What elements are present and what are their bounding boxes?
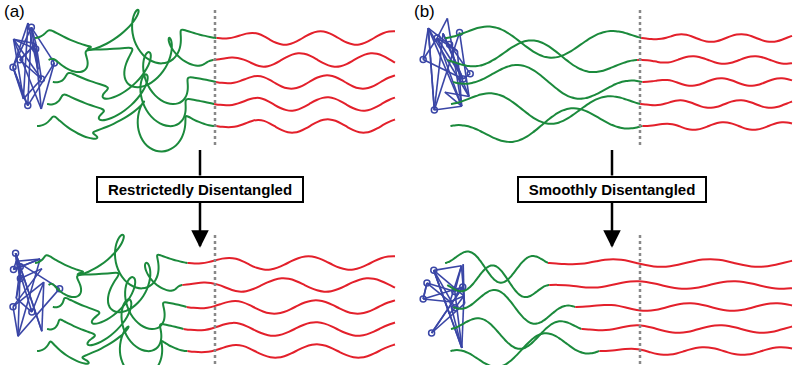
crosslink-node — [447, 42, 453, 48]
free-chain — [637, 56, 792, 64]
network-strand — [13, 307, 18, 337]
network-strand — [434, 106, 461, 110]
flow-arrow — [199, 203, 202, 247]
crosslink-node — [25, 103, 31, 109]
crosslink-node — [420, 57, 426, 63]
free-chain — [581, 325, 792, 333]
crosslink-node — [13, 250, 19, 256]
crosslink-node — [28, 24, 34, 30]
entangled-chain — [450, 108, 642, 142]
entangled-chain — [49, 38, 214, 87]
network-strand — [13, 259, 40, 269]
crosslink-node — [460, 284, 466, 290]
chain-panel — [420, 235, 792, 365]
interface-line — [639, 235, 642, 365]
crosslink-node — [431, 107, 437, 113]
box-label: Smoothly Disentangled — [529, 181, 696, 198]
entangled-chain — [37, 101, 216, 151]
entangled-chain — [35, 235, 188, 289]
network-strand — [13, 259, 40, 269]
interface-line — [214, 10, 217, 146]
crosslink-node — [431, 267, 437, 273]
chain-panel — [420, 10, 792, 146]
network-strand — [434, 32, 459, 110]
crosslink-node — [429, 330, 435, 336]
free-chain — [214, 97, 395, 110]
entangled-chain — [35, 10, 217, 64]
process-box: Smoothly Disentangled — [517, 176, 708, 203]
entangled-chain — [447, 40, 637, 72]
crosslink-node — [420, 296, 426, 302]
crosslink-node — [17, 264, 23, 270]
free-chain — [599, 347, 792, 355]
crosslink-node — [17, 57, 23, 63]
free-chain — [217, 31, 395, 44]
network-strand — [14, 39, 42, 79]
flow-arrow — [611, 150, 614, 176]
free-chain — [216, 119, 395, 132]
free-chain — [187, 344, 395, 357]
free-chain — [188, 256, 395, 269]
entangled-chain — [451, 318, 581, 349]
crosslink-node — [17, 276, 23, 282]
chain-panel — [10, 10, 395, 152]
flow-arrow — [611, 203, 614, 247]
network-strand — [14, 39, 36, 44]
network-strand — [42, 282, 44, 331]
network-strand — [23, 79, 41, 99]
crosslink-node — [460, 76, 466, 82]
entangled-chain — [451, 93, 640, 124]
panel-label: (b) — [414, 2, 435, 22]
crosslink-node — [29, 309, 35, 315]
free-chain — [575, 303, 792, 311]
entangled-chain — [53, 52, 216, 104]
crosslink-node — [434, 35, 440, 41]
interface-line — [639, 10, 642, 146]
free-chain — [548, 259, 792, 267]
crosslink-node — [424, 280, 430, 286]
flow-arrow — [199, 150, 202, 176]
network-strand — [462, 296, 464, 348]
free-chain — [640, 100, 792, 108]
crosslink-node — [467, 71, 473, 77]
crosslink-node — [38, 76, 44, 82]
panel-label: (a) — [4, 2, 25, 22]
network-strand — [428, 28, 434, 110]
entangled-chain — [47, 74, 214, 126]
entangled-chain — [37, 326, 187, 365]
entangled-chain — [447, 265, 549, 297]
crosslink-node — [10, 64, 16, 70]
free-chain — [187, 300, 395, 313]
free-chain — [549, 281, 792, 289]
entangled-chain — [47, 299, 183, 351]
free-chain — [213, 53, 395, 66]
chain-panel — [10, 235, 395, 365]
interface-line — [214, 235, 217, 365]
network-strand — [434, 266, 462, 271]
box-label: Restrictedly Disentangled — [108, 181, 292, 198]
crosslink-node — [10, 304, 16, 310]
network-strand — [428, 28, 434, 110]
entangled-chain — [53, 277, 187, 329]
free-chain — [641, 34, 792, 42]
free-chain — [216, 75, 395, 88]
network-strand — [445, 92, 469, 96]
free-chain — [642, 122, 792, 130]
network-strand — [28, 27, 32, 105]
crosslink-node — [10, 267, 16, 273]
network-strand — [41, 63, 54, 109]
network-strand — [428, 28, 457, 51]
network-strand — [13, 67, 28, 105]
entangled-chain — [450, 333, 599, 365]
free-chain — [642, 78, 792, 86]
crosslink-node — [33, 46, 39, 52]
process-box: Restrictedly Disentangled — [96, 176, 304, 203]
